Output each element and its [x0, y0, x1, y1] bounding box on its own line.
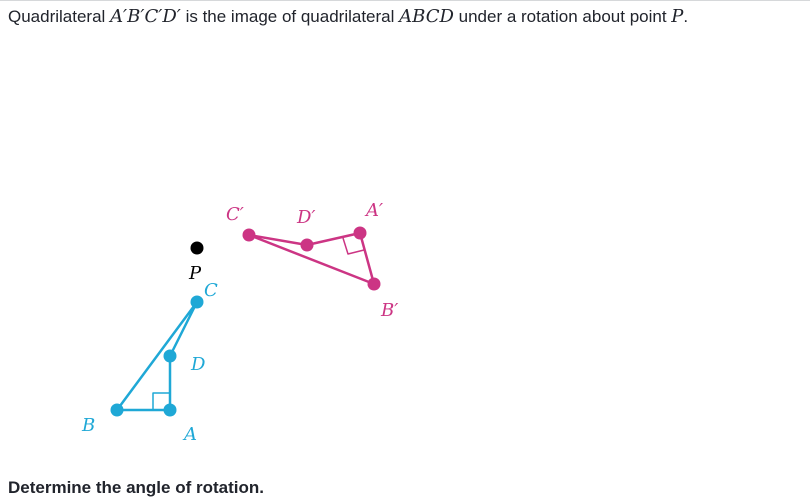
label-c-prime: C′: [226, 204, 244, 225]
rotation-diagram: P A B C D A′ B′ C′ D′: [81, 200, 398, 445]
label-d: D: [190, 354, 206, 375]
label-a: A: [182, 424, 197, 445]
vertex-b: [110, 403, 124, 417]
vertex-d-prime: [300, 238, 314, 252]
vertex-b-prime: [367, 277, 381, 291]
vertex-a-prime: [353, 226, 367, 240]
vertex-d: [163, 349, 177, 363]
vertex-c: [190, 295, 204, 309]
label-b: B: [81, 415, 95, 436]
question-part-4: .: [683, 7, 689, 26]
original-quadrilateral-name: ABCD: [399, 6, 454, 27]
question-part-2: is the image of quadrilateral: [180, 7, 400, 26]
original-vertices: [110, 295, 204, 417]
vertex-a: [163, 403, 177, 417]
original-quadrilateral-outline: [115, 300, 199, 412]
label-c: C: [204, 280, 218, 301]
original-quadrilateral: [115, 300, 199, 412]
vertex-c-prime: [242, 228, 256, 242]
question-part-3: under a rotation about point: [453, 7, 672, 26]
question-text: Quadrilateral A′B′C′D′ is the image of q…: [8, 6, 688, 28]
top-divider: [0, 0, 810, 1]
rotation-center-name: P: [671, 6, 684, 27]
instruction-text: Determine the angle of rotation.: [8, 478, 264, 497]
original-right-angle-marker: [152, 392, 170, 410]
image-quadrilateral-name: A′B′C′D′: [110, 6, 181, 27]
label-d-prime: D′: [296, 207, 316, 228]
rotation-center-point: [190, 241, 204, 255]
label-a-prime: A′: [364, 200, 383, 221]
image-right-angle-marker: [342, 237, 365, 255]
label-p: P: [188, 263, 202, 284]
image-vertices: [242, 226, 381, 291]
label-b-prime: B′: [380, 300, 398, 321]
question-part-1: Quadrilateral: [8, 7, 111, 26]
